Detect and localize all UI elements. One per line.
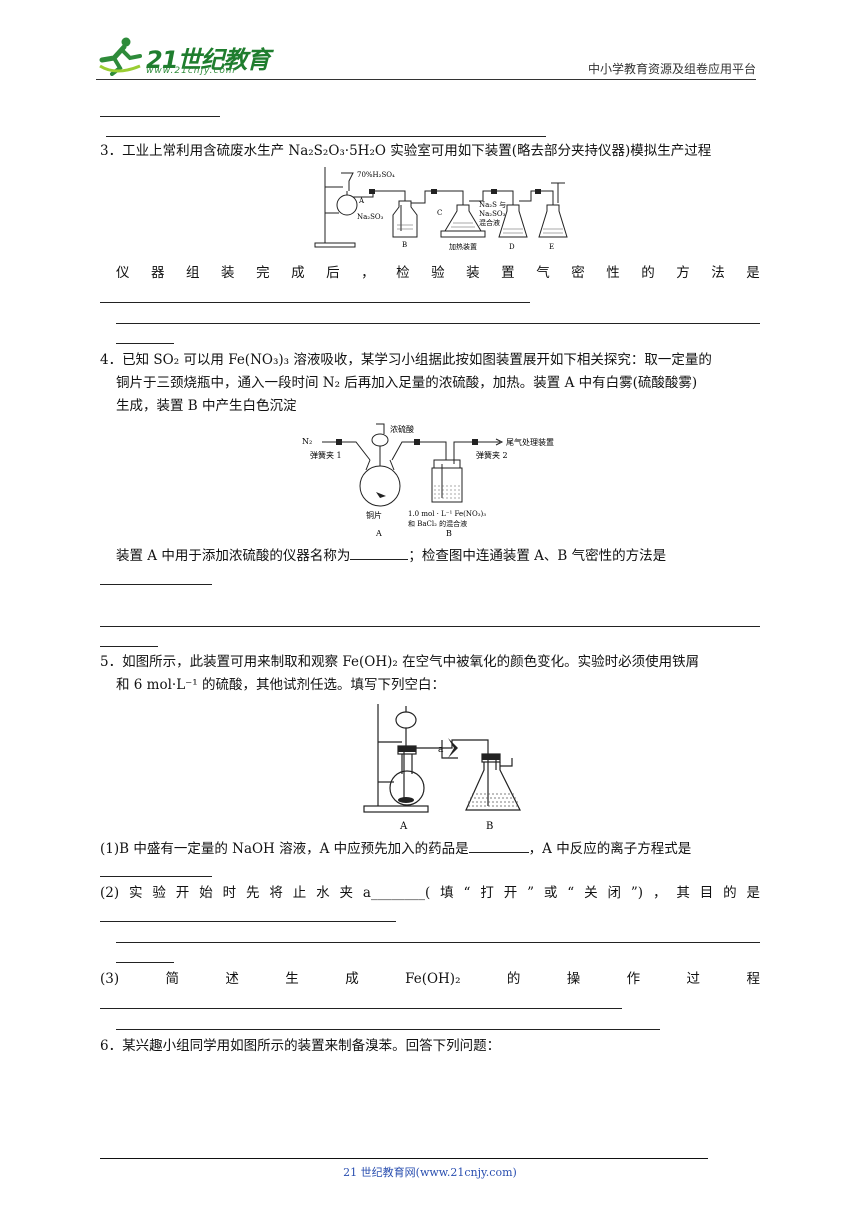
answer-line[interactable] [100,302,530,303]
fig-label: a [438,745,444,755]
fig-label: Na₂SO₃ [357,213,384,221]
fig-label: A [399,821,408,832]
answer-line[interactable] [100,876,212,877]
question-5-stem-line1: 5．如图所示，此装置可用来制取和观察 Fe(OH)₂ 在空气中被氧化的颜色变化。… [100,654,700,670]
fig-label: 弹簧夹 2 [476,450,508,460]
answer-line[interactable] [116,1029,660,1030]
fig-label: 尾气处理装置 [506,437,554,447]
footer-rule [100,1158,708,1159]
question-5-stem-line2: 和 6 mol·L⁻¹ 的硫酸，其他试剂任选。填写下列空白： [116,677,446,693]
answer-line[interactable] [100,921,396,922]
footer-text: 21 世纪教育网(www.21cnjy.com) [343,1166,517,1179]
logo-runner-icon [99,37,142,76]
fig-label: A [358,197,365,205]
fig-label: Na₂S 与 [479,201,506,209]
answer-line[interactable] [116,343,174,344]
question-4-stem-line2: 铜片于三颈烧瓶中，通入一段时间 N₂ 后再加入足量的浓硫酸，加热。装置 A 中有… [116,375,698,391]
answer-line[interactable] [100,626,760,627]
question-5-part-1: (1)B 中盛有一定量的 NaOH 溶液，A 中应预先加入的药品是，A 中反应的… [100,838,691,859]
answer-line[interactable] [116,323,760,324]
fig-label: 混合液 [479,218,500,227]
fig-label: 和 BaCl₂ 的混合液 [408,519,467,528]
question-3-prompt: 仪器 组装 完成 后， 检验 装置 气密 性的 方法 是 [116,265,760,281]
question-4-stem-line3: 生成，装置 B 中产生白色沉淀 [116,398,297,414]
fig-label: 加热装置 [449,242,477,251]
question-3-stem: 3．工业上常利用含硫废水生产 Na₂S₂O₃·5H₂O 实验室可用如下装置(略去… [100,143,712,159]
question-6-stem: 6．某兴趣小组同学用如图所示的装置来制备溴苯。回答下列问题： [100,1038,501,1054]
fig-label: 70%H₂SO₄ [357,171,395,179]
platform-name: 中小学教育资源及组卷应用平台 [587,62,756,76]
answer-line[interactable] [100,584,212,585]
fig-label: 浓硫酸 [390,424,414,434]
header-rule [96,79,756,80]
blank[interactable] [468,838,529,853]
answer-line [106,136,546,137]
fig-label: D [509,243,515,251]
answer-line[interactable] [116,962,174,963]
fig-label: C [437,209,442,217]
answer-line [100,116,220,117]
logo-text: 21世纪教育 [146,46,270,74]
question-4-prompt: 装置 A 中用于添加浓硫酸的仪器名称为；检查图中连通装置 A、B 气密性的方法是 [116,545,666,566]
fig-label: B [446,529,452,538]
question-4-stem-line1: 4．已知 SO₂ 可以用 Fe(NO₃)₃ 溶液吸收，某学习小组据此按如图装置展… [100,352,712,368]
blank[interactable] [350,545,409,560]
logo-url: www.21cnjy.com [146,66,236,76]
question-5-apparatus-figure: a A B [363,704,521,832]
fig-label: A [375,529,382,538]
fig-label: 1.0 mol · L⁻¹ Fe(NO₃)₃ [408,510,486,518]
question-3-apparatus-figure: 70%H₂SO₄ A Na₂SO₃ B C Na₂S 与 Na₂SO₃ 混合液 … [314,167,568,251]
fig-label: B [402,241,407,249]
question-4-apparatus-figure: N₂ 浓硫酸 尾气处理装置 弹簧夹 1 弹簧夹 2 铜片 1.0 mol · L… [302,423,554,538]
fig-label: B [486,821,493,832]
fig-label: 铜片 [366,510,382,520]
fig-label: 弹簧夹 1 [310,450,342,460]
fig-label: N₂ [302,437,312,446]
fig-label: E [549,243,554,251]
answer-line[interactable] [100,646,158,647]
answer-line[interactable] [116,942,760,943]
header: 21世纪教育 www.21cnjy.com 中小学教育资源及组卷应用平台 [0,0,860,80]
answer-line[interactable] [100,1008,622,1009]
fig-label: Na₂SO₃ [479,210,506,218]
